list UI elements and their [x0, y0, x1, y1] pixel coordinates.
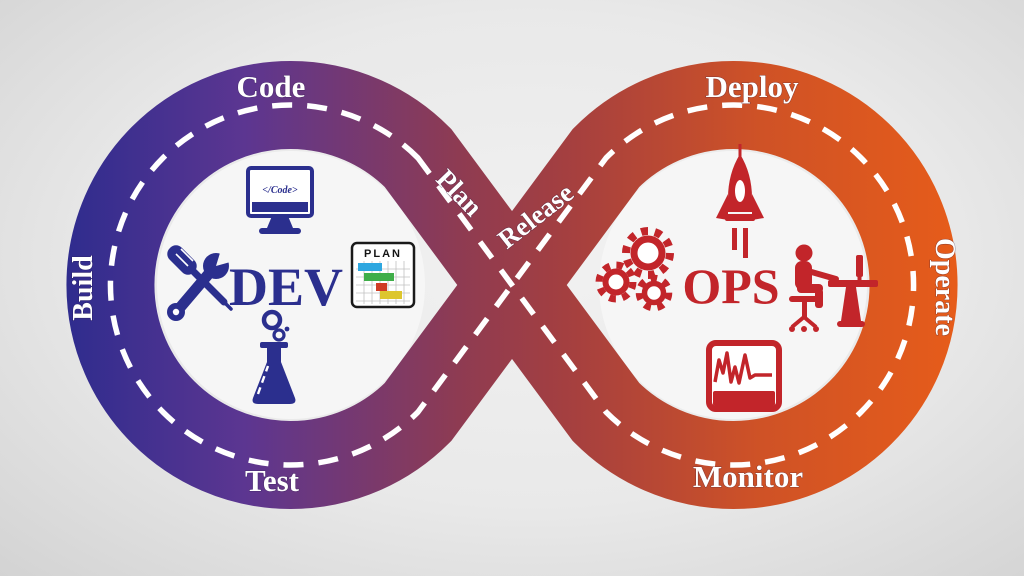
chair-pole	[802, 302, 807, 318]
flask-bubble-small	[272, 328, 286, 342]
chair-seat	[789, 296, 820, 302]
ops-loop-interior	[599, 151, 867, 419]
plan-bar-green	[364, 273, 394, 281]
dev-label: DEV	[229, 257, 343, 317]
stage-label-code: Code	[237, 69, 306, 104]
desk-leg	[841, 287, 861, 321]
plan-bar-red	[376, 283, 387, 291]
stage-label-operate: Operate	[929, 238, 960, 336]
plan-chart-icon: PLAN	[350, 241, 416, 309]
rocket-exhaust-left	[732, 228, 737, 250]
test-flask-icon	[252, 309, 296, 404]
code-monitor-icon: </Code>	[246, 166, 314, 234]
plan-bar-blue	[358, 263, 382, 271]
stage-label-monitor: Monitor	[693, 459, 803, 494]
ops-gears-icon	[595, 227, 674, 312]
dev-loop-interior	[157, 151, 425, 419]
desk-top	[828, 280, 878, 287]
code-monitor-screen-text: </Code>	[262, 185, 298, 196]
operator-desk-icon	[789, 244, 878, 332]
rocket-exhaust-right	[743, 228, 748, 258]
monitor-graph-icon	[706, 340, 782, 412]
stage-label-test: Test	[245, 463, 300, 498]
ops-label: OPS	[682, 258, 779, 314]
plan-chart-title: PLAN	[364, 248, 402, 260]
desk-monitor	[856, 255, 863, 277]
dashed-centerline	[107, 102, 917, 468]
deploy-rocket-icon	[716, 144, 764, 258]
plan-bar-yellow	[380, 291, 402, 299]
flask-bubble-large	[261, 309, 283, 331]
graph-line	[713, 351, 772, 385]
dev-tools-icon	[167, 243, 241, 321]
desk-foot	[837, 321, 865, 327]
stage-label-build: Build	[68, 255, 99, 321]
stage-label-deploy: Deploy	[706, 69, 800, 104]
flask-bubble-dot	[284, 326, 290, 332]
